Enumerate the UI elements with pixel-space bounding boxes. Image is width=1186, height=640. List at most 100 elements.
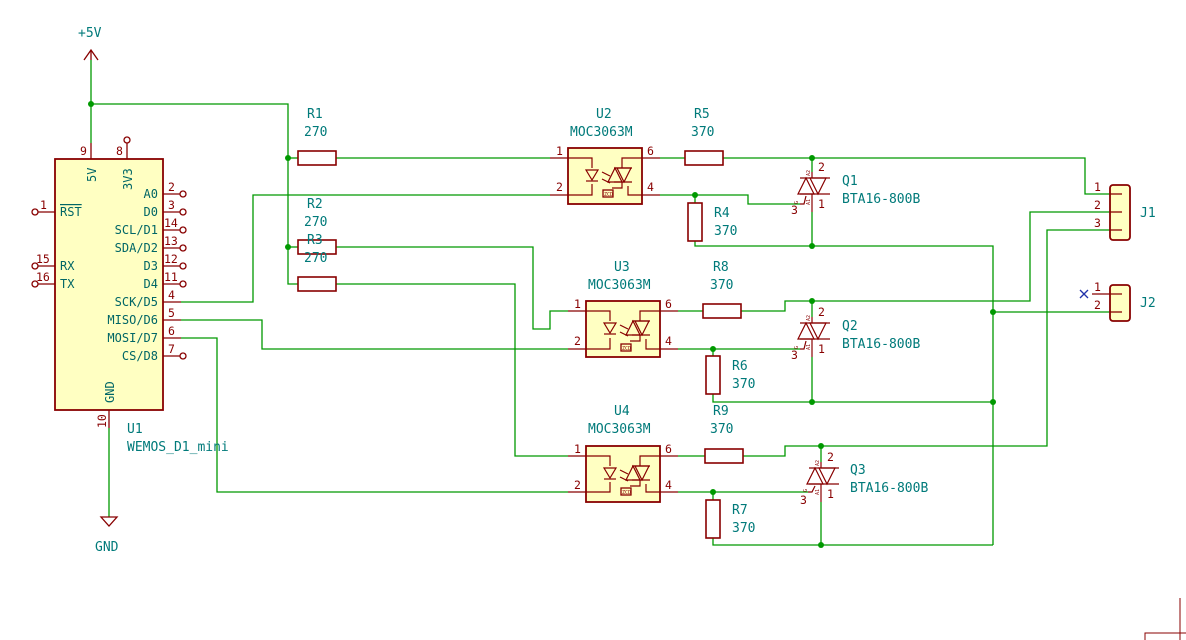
u1-pin-num-13: 13 xyxy=(164,234,178,248)
q2-terminal-a1: A1 xyxy=(806,344,812,350)
u1-pin-num-14: 14 xyxy=(164,216,178,230)
q2-pin-num-3: 3 xyxy=(791,348,798,362)
junctions xyxy=(88,101,996,548)
q2-reference: Q2 xyxy=(842,319,858,334)
u1-pin-num-10: 10 xyxy=(95,414,109,428)
u1-pin-num-15: 15 xyxy=(36,252,50,266)
r3-reference: R3 xyxy=(307,233,323,248)
connector-j1[interactable]: 1 2 3 J1 xyxy=(1094,180,1156,241)
resistor-r2[interactable]: R2 270 xyxy=(297,197,337,255)
u3-zcd-label: ZCD xyxy=(622,346,631,352)
u2-reference: U2 xyxy=(596,107,612,122)
q3-terminal-g: G xyxy=(803,489,809,492)
u4-zcd-label: ZCD xyxy=(622,490,631,496)
triac-q1[interactable]: 2 1 3 A2 A1 G Q1 BTA16-800B xyxy=(791,160,920,217)
u1-pin-name-tx: TX xyxy=(60,277,75,291)
j2-pin-num-1: 1 xyxy=(1094,280,1101,294)
q2-pin-num-1: 1 xyxy=(818,342,825,356)
u1-pin-name-mosi-d7: MOSI/D7 xyxy=(107,331,158,345)
q1-terminal-g: G xyxy=(794,201,800,204)
u3-pin-num-2: 2 xyxy=(574,334,581,348)
power-5v-symbol[interactable]: +5V xyxy=(78,26,102,61)
q3-pin-num-2: 2 xyxy=(827,450,834,464)
u1-reference: U1 xyxy=(127,422,143,437)
u2-pin-num-6: 6 xyxy=(647,144,654,158)
no-connect-icon xyxy=(1079,289,1089,299)
u1-pin-num-5: 5 xyxy=(168,306,175,320)
u3-pin-num-4: 4 xyxy=(665,334,672,348)
j1-pin-num-3: 3 xyxy=(1094,216,1101,230)
optocoupler-u2[interactable]: 1 2 6 4 ZCD U2 MOC3063M xyxy=(550,107,660,205)
u1-pin-name-sck-d5: SCK/D5 xyxy=(115,295,158,309)
q1-pin-num-1: 1 xyxy=(818,197,825,211)
resistor-r9[interactable]: R9 370 xyxy=(704,404,744,464)
q2-value: BTA16-800B xyxy=(842,337,920,352)
connector-j2[interactable]: 1 2 J2 xyxy=(1079,280,1156,322)
resistor-r3[interactable]: R3 270 xyxy=(297,233,337,292)
u2-value: MOC3063M xyxy=(570,125,633,140)
q1-terminal-a1: A1 xyxy=(806,199,812,205)
u4-pin-num-1: 1 xyxy=(574,442,581,456)
r1-value: 270 xyxy=(304,125,327,140)
q1-terminal-a2: A2 xyxy=(806,170,812,176)
u1-pin-num-3: 3 xyxy=(168,198,175,212)
u1-pin-name-rst: RST xyxy=(60,205,82,219)
u2-pin-num-1: 1 xyxy=(556,144,563,158)
u1-pin-name-5v: 5V xyxy=(85,168,99,182)
r9-value: 370 xyxy=(710,422,733,437)
ground-symbol[interactable]: GND xyxy=(95,516,119,555)
u3-value: MOC3063M xyxy=(588,278,651,293)
q3-terminal-a1: A1 xyxy=(815,489,821,495)
u2-zcd-label: ZCD xyxy=(604,192,613,198)
u1-pin-name-d4: D4 xyxy=(144,277,158,291)
u4-pin-num-4: 4 xyxy=(665,478,672,492)
wemos-d1-mini-module[interactable]: 9 8 5V 3V3 10 GND 1 15 16 RST RX TX 2 3 … xyxy=(31,136,229,455)
u1-pin-name-gnd: GND xyxy=(103,381,117,403)
triac-q3[interactable]: 2 1 3 A2 A1 G Q3 BTA16-800B xyxy=(800,450,928,507)
u1-pin-name-cs-d8: CS/D8 xyxy=(122,349,158,363)
r3-value: 270 xyxy=(304,251,327,266)
u1-pin-name-rx: RX xyxy=(60,259,75,273)
u1-pin-num-7: 7 xyxy=(168,342,175,356)
j1-pin-num-2: 2 xyxy=(1094,198,1101,212)
u3-reference: U3 xyxy=(614,260,630,275)
resistor-r5[interactable]: R5 370 xyxy=(684,107,724,166)
u1-pin-num-6: 6 xyxy=(168,324,175,338)
optocoupler-u4[interactable]: 1 2 6 4 ZCD U4 MOC3063M xyxy=(568,404,678,503)
resistor-r1[interactable]: R1 270 xyxy=(297,107,337,166)
u1-pin-name-d0: D0 xyxy=(144,205,158,219)
q3-terminal-a2: A2 xyxy=(815,460,821,466)
triac-q2[interactable]: 2 1 3 A2 A1 G Q2 BTA16-800B xyxy=(791,305,920,362)
r2-value: 270 xyxy=(304,215,327,230)
resistor-r8[interactable]: R8 370 xyxy=(702,260,742,319)
j2-pin-num-2: 2 xyxy=(1094,298,1101,312)
optocoupler-u3[interactable]: 1 2 6 4 ZCD U3 MOC3063M xyxy=(568,260,678,358)
r5-reference: R5 xyxy=(694,107,710,122)
r4-value: 370 xyxy=(714,224,737,239)
q3-pin-num-1: 1 xyxy=(827,487,834,501)
ground-label: GND xyxy=(95,540,119,555)
u1-pin-name-scl-d1: SCL/D1 xyxy=(115,223,158,237)
r2-reference: R2 xyxy=(307,197,323,212)
q2-terminal-g: G xyxy=(794,346,800,349)
u2-pin-num-2: 2 xyxy=(556,180,563,194)
r5-value: 370 xyxy=(691,125,714,140)
u1-pin-num-16: 16 xyxy=(36,270,50,284)
power-5v-label: +5V xyxy=(78,26,102,41)
q1-reference: Q1 xyxy=(842,174,858,189)
resistor-r4[interactable]: R4 370 xyxy=(687,202,737,242)
q1-pin-num-2: 2 xyxy=(818,160,825,174)
resistor-r6[interactable]: R6 370 xyxy=(705,355,755,395)
u4-reference: U4 xyxy=(614,404,630,419)
r7-value: 370 xyxy=(732,521,755,536)
q3-pin-num-3: 3 xyxy=(800,493,807,507)
wires xyxy=(90,60,1110,546)
q2-pin-num-2: 2 xyxy=(818,305,825,319)
u1-pin-name-a0: A0 xyxy=(144,187,158,201)
u1-pin-name-sda-d2: SDA/D2 xyxy=(115,241,158,255)
resistor-r7[interactable]: R7 370 xyxy=(705,499,755,539)
q2-terminal-a2: A2 xyxy=(806,315,812,321)
u1-pin-num-8: 8 xyxy=(116,144,123,158)
u1-pin-num-2: 2 xyxy=(168,180,175,194)
r1-reference: R1 xyxy=(307,107,323,122)
